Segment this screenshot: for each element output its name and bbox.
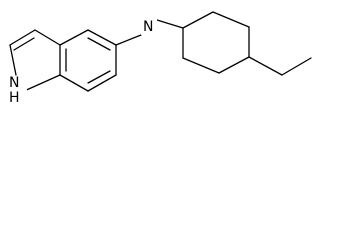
bond-ring-1 xyxy=(182,11,214,29)
amine-nitrogen-bg xyxy=(141,17,157,35)
indole-nh-label-group: N H xyxy=(7,75,27,106)
bond-c3-n1 xyxy=(9,44,17,76)
bond-c3-c2-inner xyxy=(13,37,35,51)
indole-hydrogen-label: H xyxy=(9,90,20,106)
bond-c4-ch2 xyxy=(248,56,283,76)
bond-c6-c7-inner xyxy=(87,70,111,84)
cyclohexane-ring xyxy=(182,11,250,74)
bond-c5-n xyxy=(115,34,142,46)
bond-ch2-ch3 xyxy=(281,57,312,76)
bond-c6-c7 xyxy=(87,74,117,92)
bond-ring-2 xyxy=(212,11,250,28)
bond-c3-c2 xyxy=(9,29,36,46)
benzene-ring xyxy=(59,29,117,92)
bond-c4-c5-inner xyxy=(87,37,111,51)
bond-n-c1 xyxy=(156,19,184,29)
bond-n1-c7a xyxy=(21,74,61,93)
amine-nitrogen-label-group: N xyxy=(141,17,157,35)
indole-nh-bg xyxy=(7,76,27,106)
bond-c7-c7a xyxy=(59,74,89,92)
bond-c3a-c4 xyxy=(59,29,89,46)
indole-nitrogen-label: N xyxy=(9,75,19,91)
chemical-structure: N N H xyxy=(7,11,312,106)
bond-c2-c3a xyxy=(34,29,61,46)
ethyl-group xyxy=(248,56,312,76)
pyrrole-ring xyxy=(9,29,61,93)
bond-ring-5 xyxy=(182,57,220,74)
bond-c4-c5 xyxy=(87,29,117,46)
bond-ring-4 xyxy=(218,56,250,74)
amine-nitrogen-label: N xyxy=(143,19,153,35)
